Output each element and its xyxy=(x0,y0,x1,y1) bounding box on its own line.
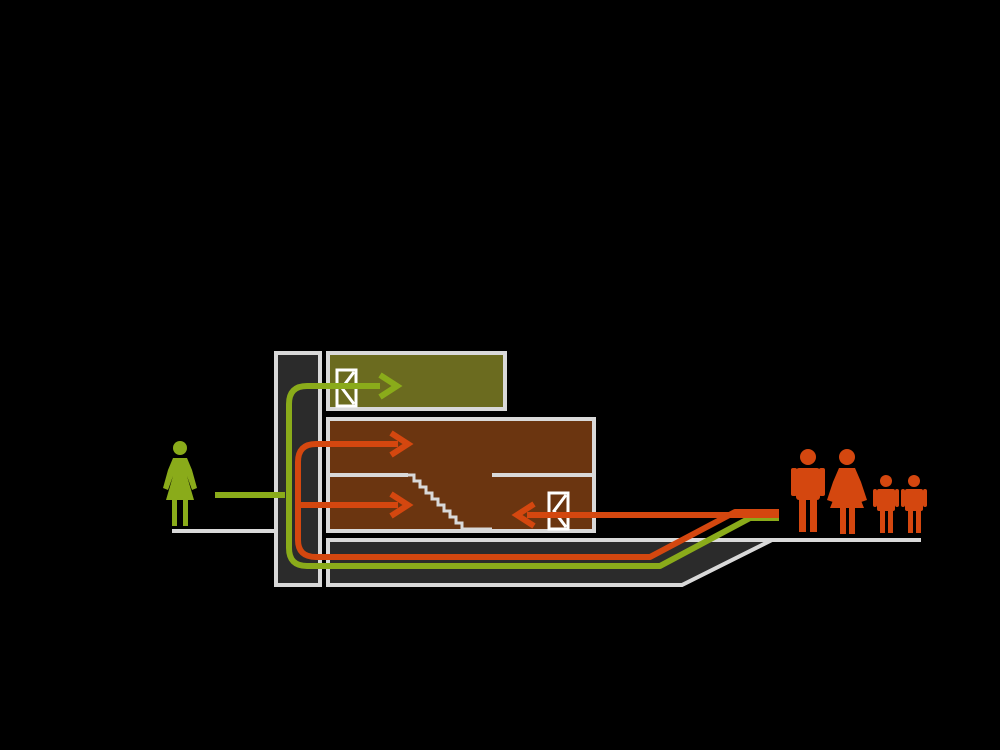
single-visitor-route xyxy=(215,372,779,569)
woman-icon xyxy=(827,449,867,534)
child-icon xyxy=(901,475,927,533)
man-icon xyxy=(791,449,825,532)
family-route xyxy=(295,430,779,560)
woman-icon xyxy=(163,441,197,526)
family-icon xyxy=(791,449,927,534)
child-icon xyxy=(873,475,899,533)
basement-level xyxy=(326,538,773,587)
elevator-icon xyxy=(547,491,570,531)
staircase-icon xyxy=(408,473,492,531)
